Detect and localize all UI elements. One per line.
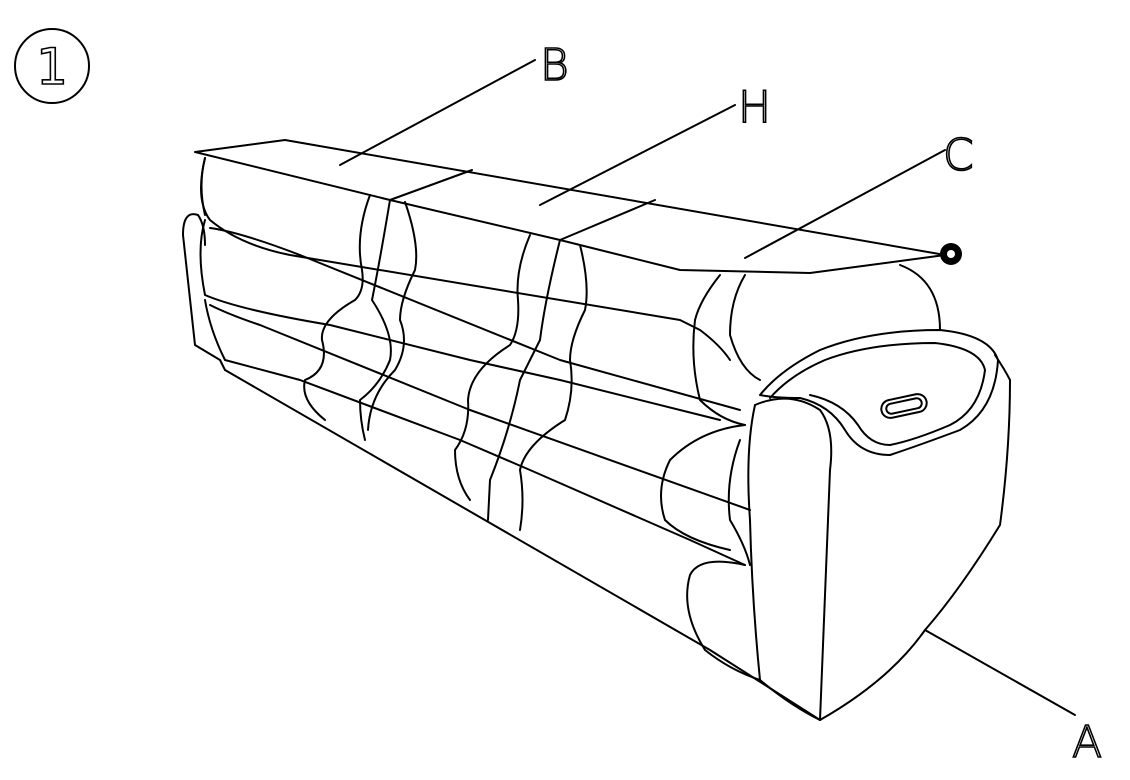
leader-b xyxy=(339,59,536,166)
right-seat-lower xyxy=(686,560,761,681)
right-arm-face xyxy=(754,397,833,721)
label-b: B xyxy=(540,40,569,91)
label-c: C xyxy=(943,130,974,181)
back-cushion-left-end xyxy=(200,157,206,216)
left-arm-inner xyxy=(197,214,206,246)
leader-a xyxy=(924,629,1076,716)
seam-mid-1 xyxy=(454,234,531,501)
back-panel-seam-1 xyxy=(389,169,473,201)
right-seat-front xyxy=(660,424,746,551)
back-panel-seam-2 xyxy=(559,199,656,241)
seat-cushion-top-edge xyxy=(209,227,741,411)
right-arm-outline xyxy=(819,354,1011,721)
step-circle xyxy=(14,28,90,104)
seam-left-1 xyxy=(303,194,371,421)
armrest-top-inner xyxy=(769,342,986,446)
right-cushion-back xyxy=(729,274,761,381)
step-number: 1 xyxy=(36,38,68,96)
leader-c xyxy=(744,149,946,259)
power-button-icon xyxy=(880,393,928,419)
right-cushion-top xyxy=(692,274,746,426)
seam-mid-3 xyxy=(519,244,588,531)
step-indicator: 1 xyxy=(14,28,90,104)
label-a: A xyxy=(1072,717,1102,768)
right-arm-front xyxy=(747,404,821,721)
leader-h xyxy=(539,104,736,206)
sofa-drawing xyxy=(182,59,1076,721)
seat-front-upper xyxy=(204,299,746,566)
seam-left-3 xyxy=(367,201,418,431)
back-panel-outline xyxy=(194,139,946,274)
label-h: H xyxy=(738,82,771,133)
part-labels: B H C A xyxy=(539,39,1103,769)
seat-cushion-upper xyxy=(199,219,721,421)
base-bottom-line xyxy=(224,369,821,721)
right-seat-side xyxy=(727,439,751,566)
left-arm xyxy=(182,213,226,371)
seat-front-lower xyxy=(209,304,751,511)
armrest-top-outer xyxy=(759,329,999,456)
right-back-outer xyxy=(899,264,941,331)
seam-mid-2 xyxy=(487,239,561,521)
back-cushion-top xyxy=(200,157,731,361)
seam-left-2 xyxy=(359,199,392,441)
knob-icon xyxy=(940,243,962,265)
